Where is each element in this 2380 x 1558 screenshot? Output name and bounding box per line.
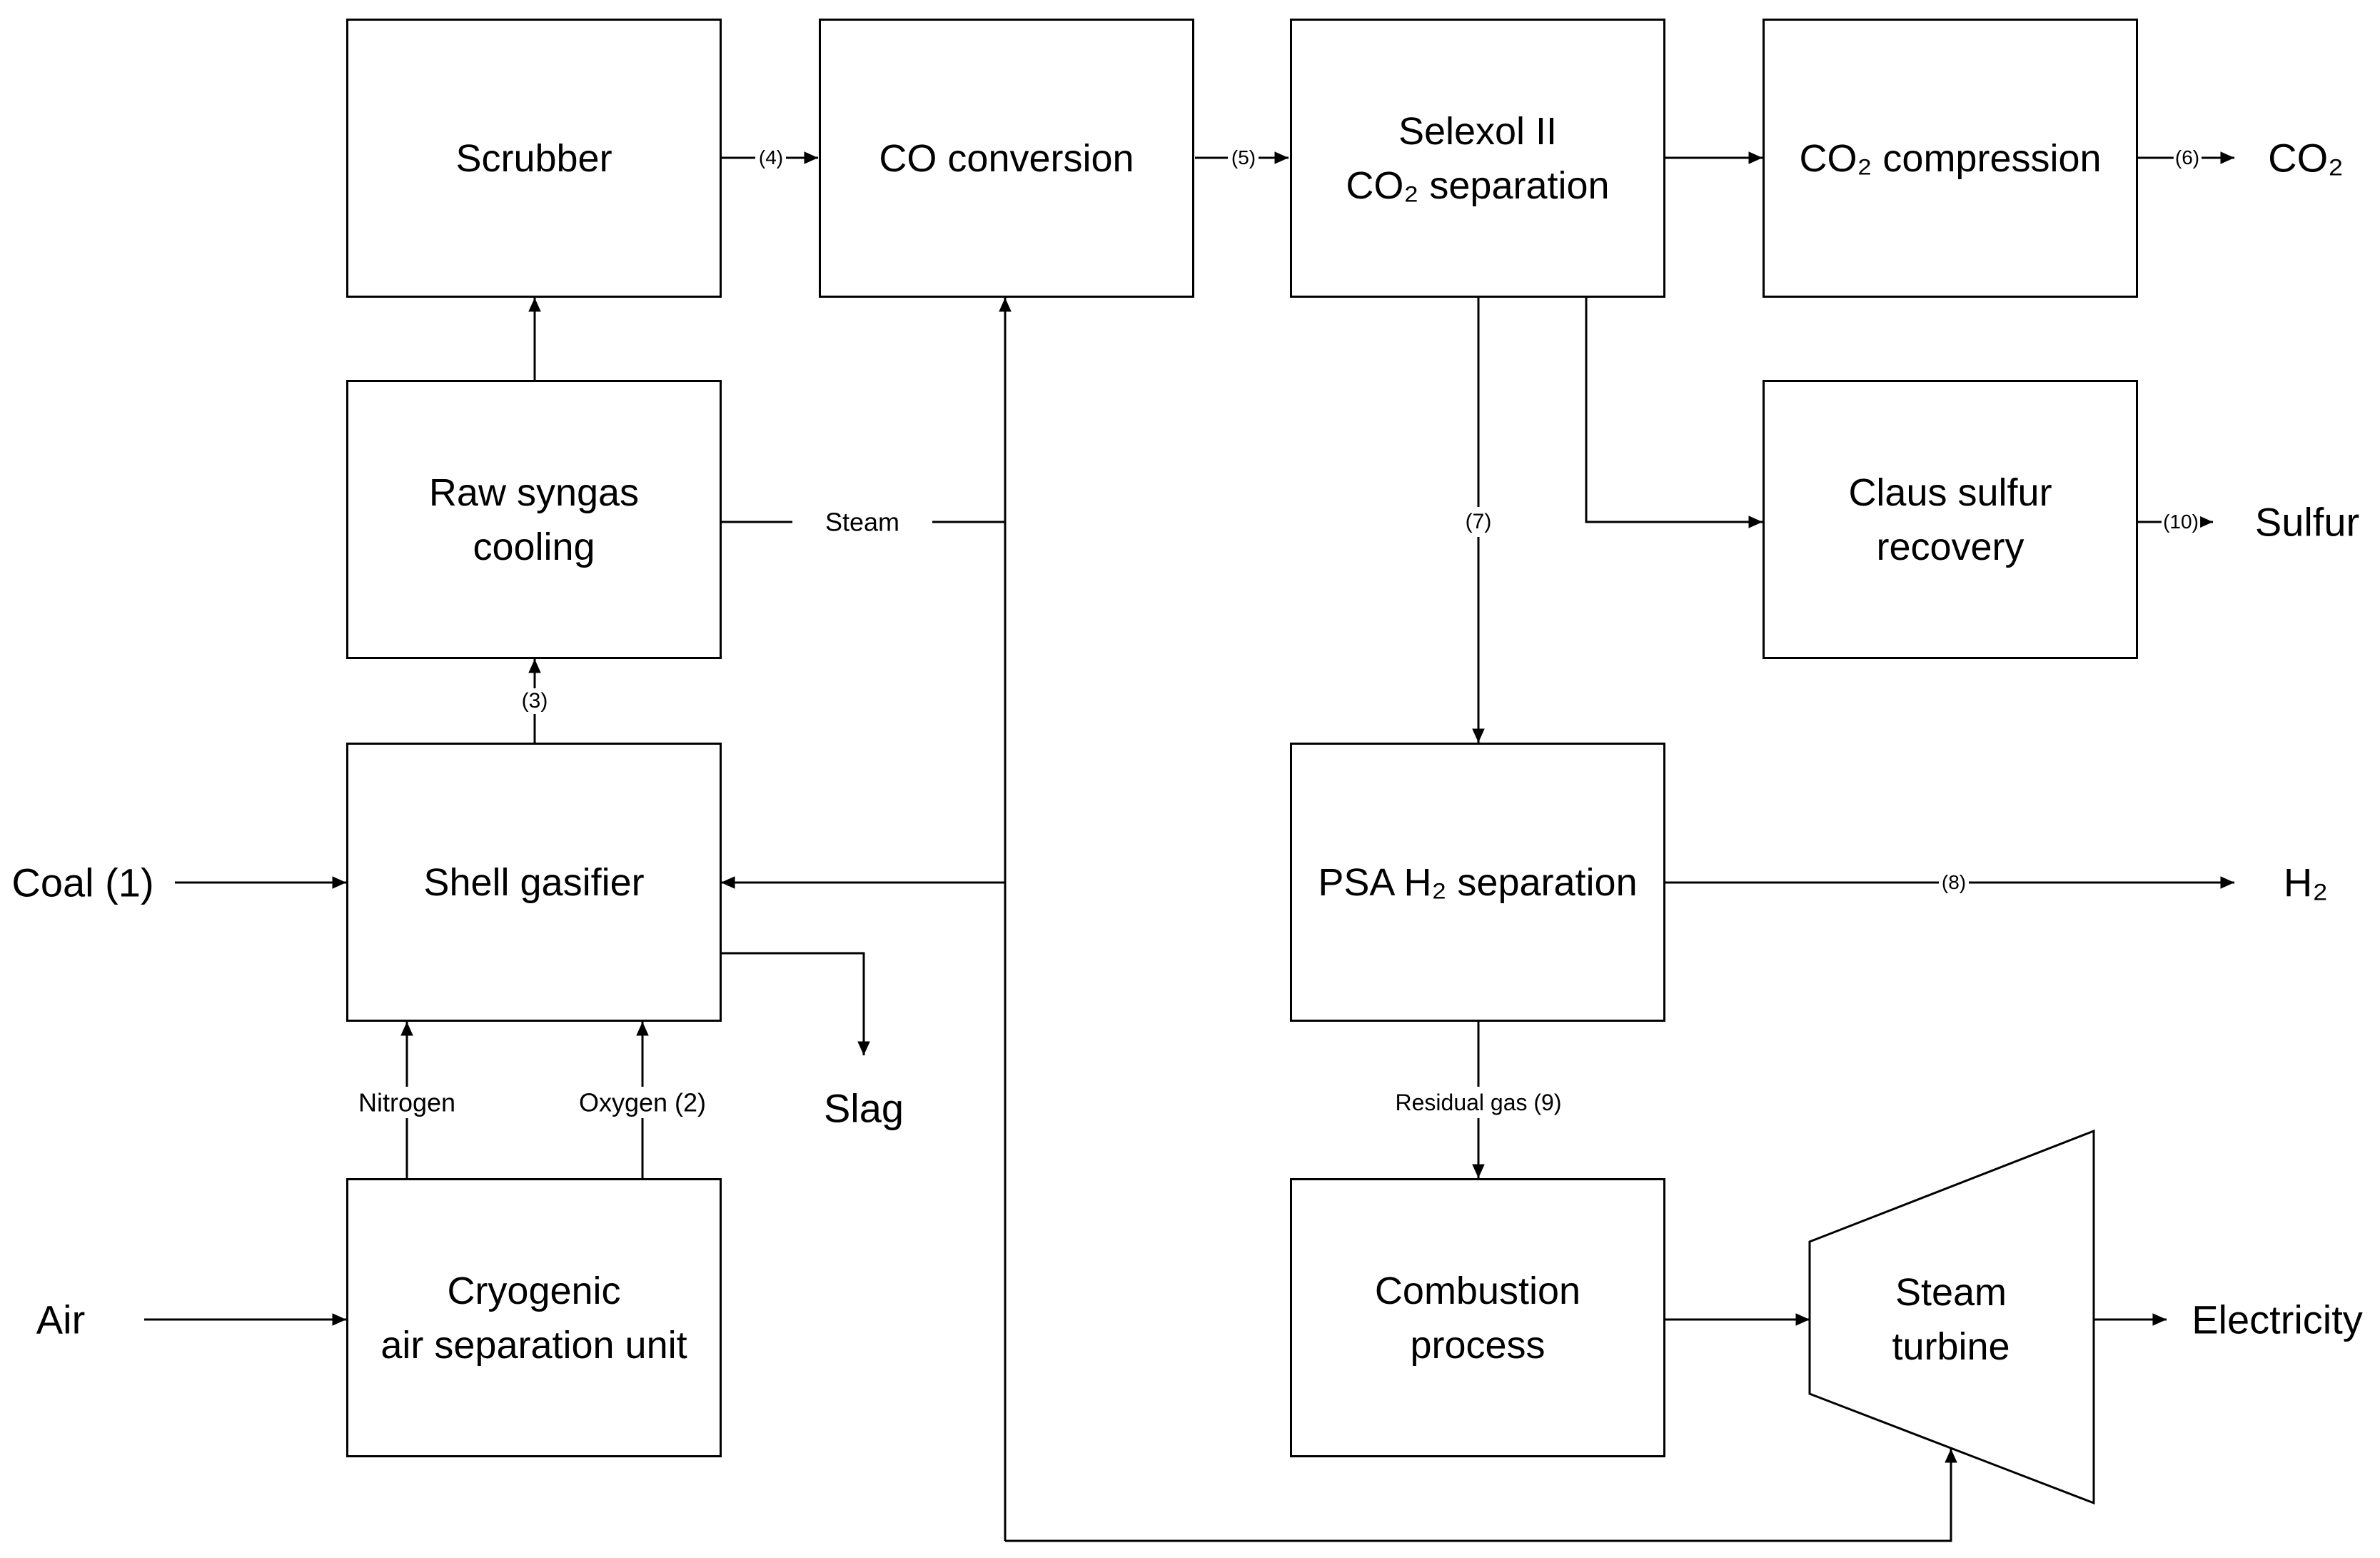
combustion-label-line1: Combustion [1374, 1269, 1581, 1312]
stream-label-4: (4) [757, 146, 785, 170]
steam-turbine-shape [1808, 1129, 2095, 1505]
output-sulfur-label: Sulfur [2254, 499, 2360, 545]
combustion-label-line2: process [1410, 1323, 1546, 1367]
claus-label-line1: Claus sulfur [1848, 471, 2052, 514]
stream-label-nitrogen: Nitrogen [356, 1087, 458, 1118]
stream-label-steam: Steam [823, 506, 902, 538]
claus-sulfur-recovery-box: Claus sulfur recovery [1763, 380, 2138, 659]
raw-syngas-cooling-label-line1: Raw syngas [428, 471, 640, 514]
stream-label-oxygen: Oxygen (2) [577, 1087, 708, 1118]
stream-label-10: (10) [2162, 510, 2200, 534]
co2-compression-label: CO₂ compression [1799, 136, 2102, 180]
flow-arrow-gasifier-to-slag [721, 952, 870, 1056]
output-slag-label: Slag [823, 1085, 904, 1131]
stream-label-3: (3) [520, 688, 550, 714]
steam-turbine-label-line2: turbine [1892, 1325, 2010, 1368]
output-electricity-label: Electricity [2192, 1297, 2363, 1342]
selexol-label-line2: CO₂ separation [1346, 164, 1610, 207]
psa-label: PSA H₂ separation [1318, 860, 1638, 904]
raw-syngas-cooling-box: Raw syngas cooling [346, 380, 722, 659]
input-air-label: Air [36, 1297, 86, 1342]
raw-syngas-cooling-label-line2: cooling [473, 525, 595, 568]
selexol-label-line1: Selexol II [1398, 109, 1558, 153]
flow-arrow-selexol-to-claus [1585, 298, 1763, 528]
steam-turbine-label: Steam turbine [1892, 1265, 2010, 1374]
steam-turbine-label-line1: Steam [1895, 1271, 2007, 1314]
selexol-box: Selexol II CO₂ separation [1290, 19, 1665, 298]
psa-h2-separation-box: PSA H₂ separation [1290, 743, 1665, 1022]
combustion-process-box: Combustion process [1290, 1178, 1665, 1457]
flow-arrow-steam-to-turbine [1005, 1449, 1957, 1542]
output-h2-label: H₂ [2283, 860, 2329, 905]
stream-label-5: (5) [1229, 146, 1258, 170]
claus-label-line2: recovery [1876, 525, 2024, 568]
shell-gasifier-label: Shell gasifier [423, 860, 645, 904]
stream-label-8: (8) [1940, 870, 1968, 895]
co2-compression-box: CO₂ compression [1763, 19, 2138, 298]
shell-gasifier-box: Shell gasifier [346, 743, 722, 1022]
cryogenic-asu-box: Cryogenic air separation unit [346, 1178, 722, 1457]
scrubber-box: Scrubber [346, 19, 722, 298]
co-conversion-label: CO conversion [879, 136, 1134, 180]
stream-label-residual-gas: Residual gas (9) [1393, 1088, 1563, 1117]
scrubber-label: Scrubber [455, 136, 612, 180]
stream-label-6: (6) [2173, 146, 2202, 170]
output-co2-label: CO₂ [2268, 135, 2344, 181]
cryogenic-asu-label-line1: Cryogenic [447, 1269, 621, 1312]
stream-label-7: (7) [1463, 509, 1493, 535]
cryogenic-asu-label-line2: air separation unit [380, 1323, 687, 1367]
co-conversion-box: CO conversion [819, 19, 1194, 298]
input-coal-label: Coal (1) [11, 860, 154, 905]
